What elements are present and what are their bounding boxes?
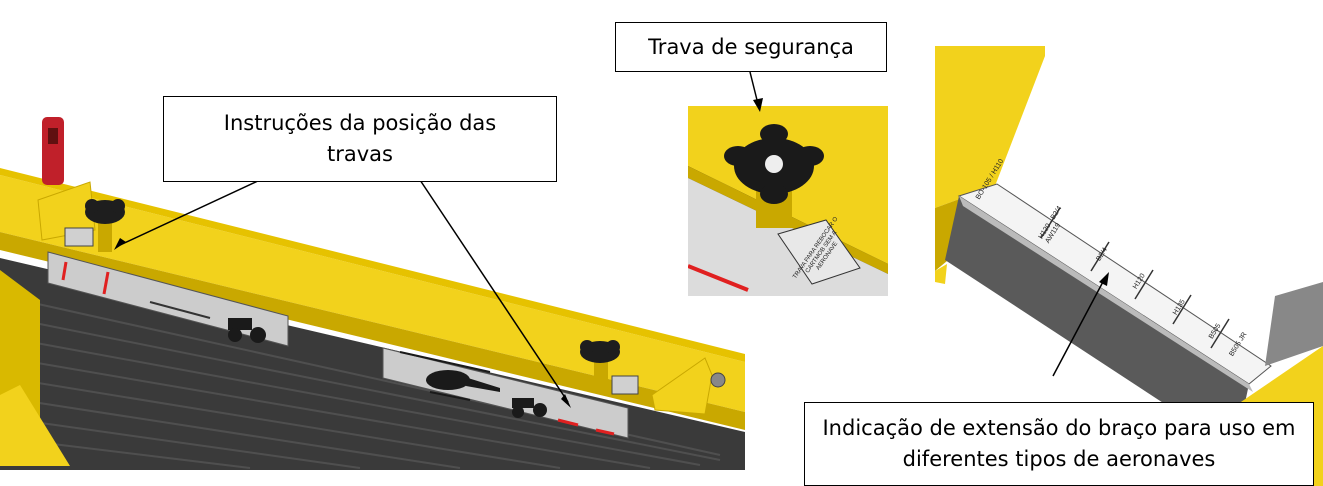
leader-line-1 (117, 179, 261, 247)
frame-rail-top (0, 168, 745, 362)
arm-division-lines (1040, 207, 1230, 349)
lock-red-mark (688, 264, 749, 292)
lock-plate-right (611, 375, 639, 395)
bolt-right (710, 372, 726, 388)
knob-left (85, 199, 125, 252)
trailer-side-view: Instruções da posição das travas (0, 96, 745, 470)
safety-lock-drawing (688, 106, 888, 296)
frame-main-rail (0, 175, 745, 412)
knob-right (580, 340, 620, 390)
safety-lock-closeup: TRAVA PARA REBOCAR O CARTMOB SEM A AERON… (688, 106, 888, 296)
callout-lock-instructions: Instruções da posição das travas (163, 96, 557, 182)
plate-1-red-marks (61, 261, 110, 295)
trailer-side-drawing (0, 117, 745, 470)
arm-frame-dark (1265, 282, 1323, 366)
lock-plate-left (64, 227, 94, 247)
arm-frame-top (935, 46, 1045, 208)
bracket-right (651, 357, 713, 415)
arm-leader-line (1052, 277, 1106, 377)
tractor-icon-1 (228, 318, 266, 343)
plate-2-red-marks (557, 418, 615, 436)
callout-safety-lock: Trava de segurança (615, 22, 887, 72)
arm-tube-side (945, 196, 1249, 450)
frame-rail-shadow (0, 232, 745, 430)
tractor-icon-2 (512, 398, 547, 418)
helicopter-icon (399, 351, 500, 401)
leader-line-2 (419, 179, 569, 403)
callout-arm-extension: Indicação de extensão do braço para uso … (804, 402, 1314, 486)
red-handle (42, 117, 64, 185)
lock-plate (777, 219, 861, 285)
bracket-left (37, 181, 96, 241)
arm-tube-top (957, 183, 1272, 385)
lock-knob (724, 124, 824, 228)
frame-left-foot (0, 385, 70, 466)
